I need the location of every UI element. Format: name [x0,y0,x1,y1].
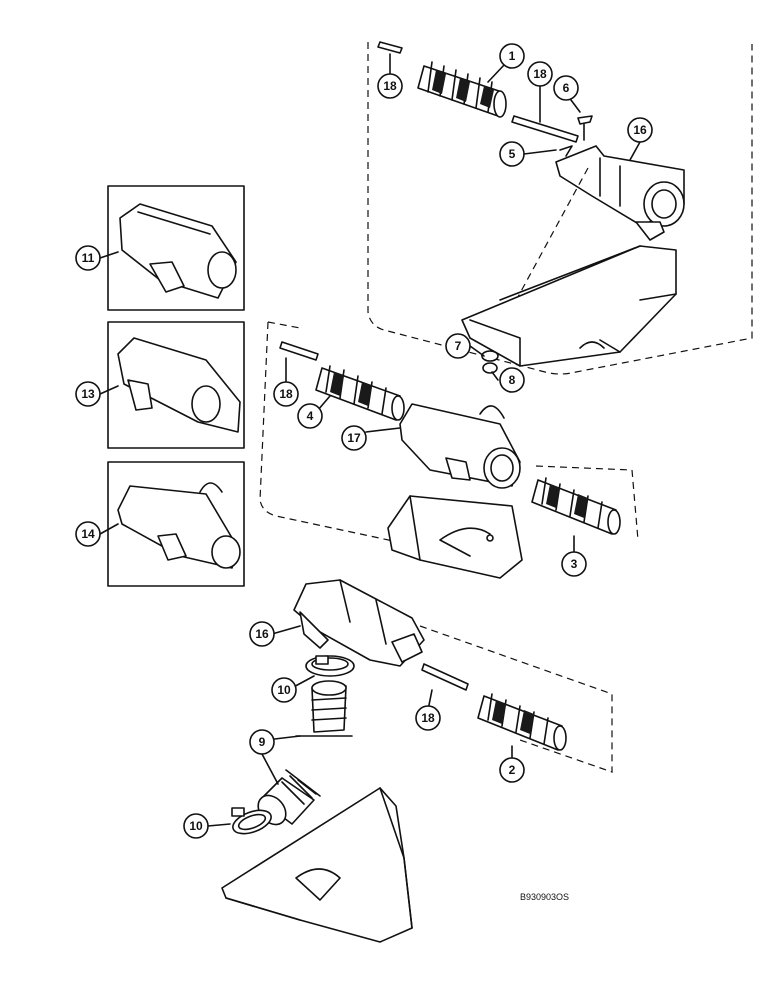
housing-17 [399,403,521,489]
nut-7 [481,350,499,362]
top-assembly-group [367,41,753,375]
washer-5 [559,145,573,157]
housing-16-top [555,145,685,241]
svg-text:11: 11 [82,251,95,265]
hose-clamp-10-upper [305,655,355,677]
svg-text:18: 18 [279,387,293,401]
callout-7: 7 [445,333,471,359]
bottom-assembly-group [221,579,613,943]
callout-18b: 18 [527,61,553,87]
callout-8: 8 [499,367,525,393]
middle-assembly-group [259,321,639,579]
callout-18c: 18 [273,381,299,407]
svg-text:10: 10 [277,683,291,697]
callout-10b: 10 [183,813,209,839]
auger-3 [531,477,621,535]
mount-bracket-bottom [221,787,413,943]
mount-bracket-middle [387,495,523,579]
callout-1: 1 [499,43,525,69]
inset-housing-13 [107,321,245,449]
svg-text:1: 1 [509,49,516,63]
callout-13: 13 [75,381,101,407]
leader-lines [99,53,641,827]
drawing-id: B930903OS [520,892,569,902]
callout-17: 17 [341,425,367,451]
top-group-dashed-outline [367,42,753,375]
pin-18-middle [279,341,319,361]
pin-18-bottom [421,663,469,691]
svg-text:17: 17 [347,431,361,445]
hose-9-upper [295,680,353,737]
washer-8 [482,362,498,374]
callout-11: 11 [75,245,101,271]
callout-2: 2 [499,757,525,783]
svg-text:18: 18 [421,711,435,725]
inset-housing-11 [107,185,245,311]
callout-9: 9 [249,729,275,755]
mount-bracket-top [461,245,677,367]
svg-text:14: 14 [81,527,95,541]
hose-clamp-10-lower [231,807,272,835]
callout-16b: 16 [249,621,275,647]
inset-housing-14 [107,461,245,587]
svg-text:16: 16 [255,627,269,641]
bottom-group-dashed-outline [419,625,613,773]
pin-18-top-right [511,115,579,143]
svg-text:2: 2 [509,763,516,777]
svg-text:18: 18 [533,67,547,81]
callout-10a: 10 [271,677,297,703]
callout-6: 6 [553,75,579,101]
auger-1 [417,61,507,118]
svg-text:5: 5 [509,147,516,161]
housing-16-bottom [293,579,425,667]
pin-18-top-left [377,41,403,54]
callout-14: 14 [75,521,101,547]
svg-text:6: 6 [563,81,570,95]
svg-text:10: 10 [189,819,203,833]
svg-text:9: 9 [259,735,266,749]
svg-text:4: 4 [307,409,314,423]
svg-text:13: 13 [81,387,95,401]
auger-4 [315,365,405,421]
svg-text:3: 3 [571,557,578,571]
callout-16a: 16 [627,117,653,143]
auger-2 [477,693,567,751]
callout-4: 4 [297,403,323,429]
screw-6 [577,115,593,125]
callout-3: 3 [561,551,587,577]
callout-18a: 18 [377,73,403,99]
svg-text:8: 8 [509,373,516,387]
svg-text:16: 16 [633,123,647,137]
svg-text:18: 18 [383,79,397,93]
callout-18d: 18 [415,705,441,731]
callout-5: 5 [499,141,525,167]
svg-text:7: 7 [455,339,462,353]
